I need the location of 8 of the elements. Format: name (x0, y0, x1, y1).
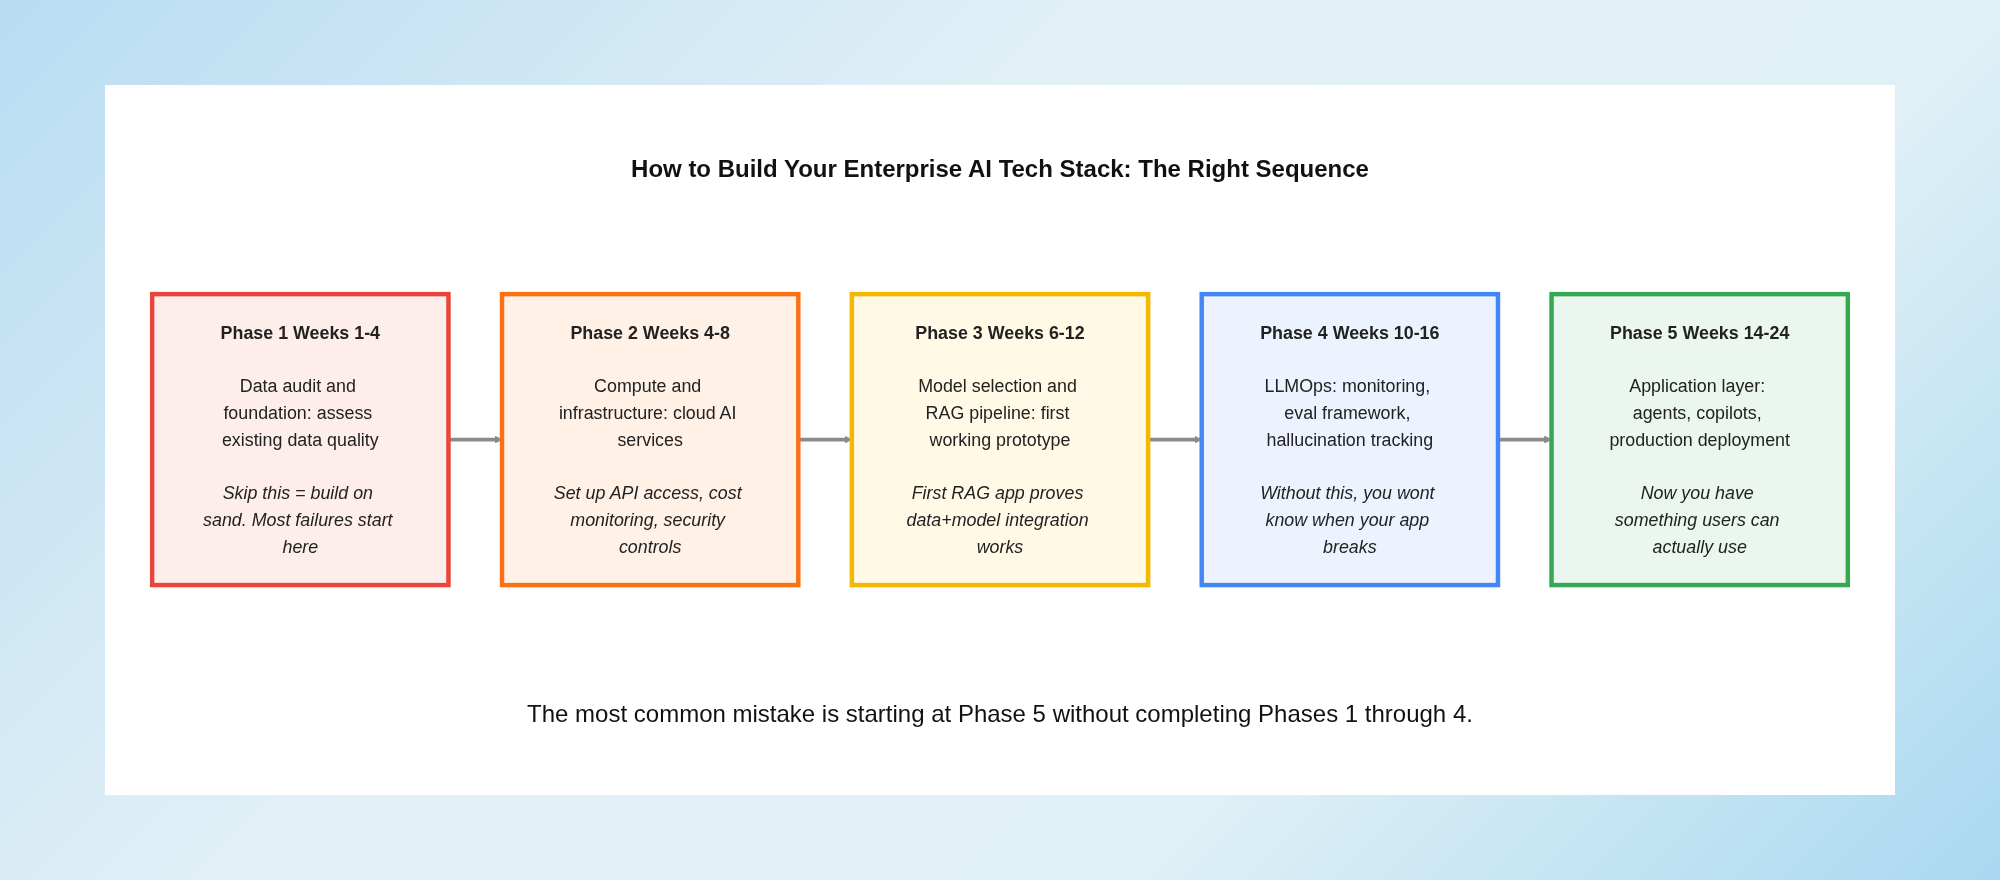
node-box (1199, 292, 1501, 588)
card-background: How to Build Your Enterprise AI Tech Stack: The Right Sequence Phase 1 Weeks 1-4 Data audit and foundation: assess existing data quality Skip this = build on sand. Most failures start here Phase 2 Weeks 4-8 Compute and infrastructure: cloud AI services Set up API access, cost monitoring, security controls Phase 3 Weeks 6-12 Model selection and RAG pipeline: first working prototype First RAG app proves data+model integration works Phase 4 Weeks 10-16 LLMOps: monitoring, eval framework, hallucination tracking Without this, you wont know when your app breaks Phase 5 Weeks 14-24 Application layer: agents, copilots, production deployment Now you have something users can actually use The most common mistake is starting at Phase 5 without completing Phases 1 through 4. (105, 85, 1895, 795)
diagram-title: How to Build Your Enterprise AI Tech Stack: The Right Sequence (630, 155, 1370, 183)
node-box (499, 292, 801, 588)
node-box (849, 292, 1151, 588)
diagram-caption: The most common mistake is starting at Phase 5 without completing Phases 1 through 4. (526, 700, 1474, 728)
node-box (1549, 292, 1851, 588)
node-box (149, 292, 451, 588)
